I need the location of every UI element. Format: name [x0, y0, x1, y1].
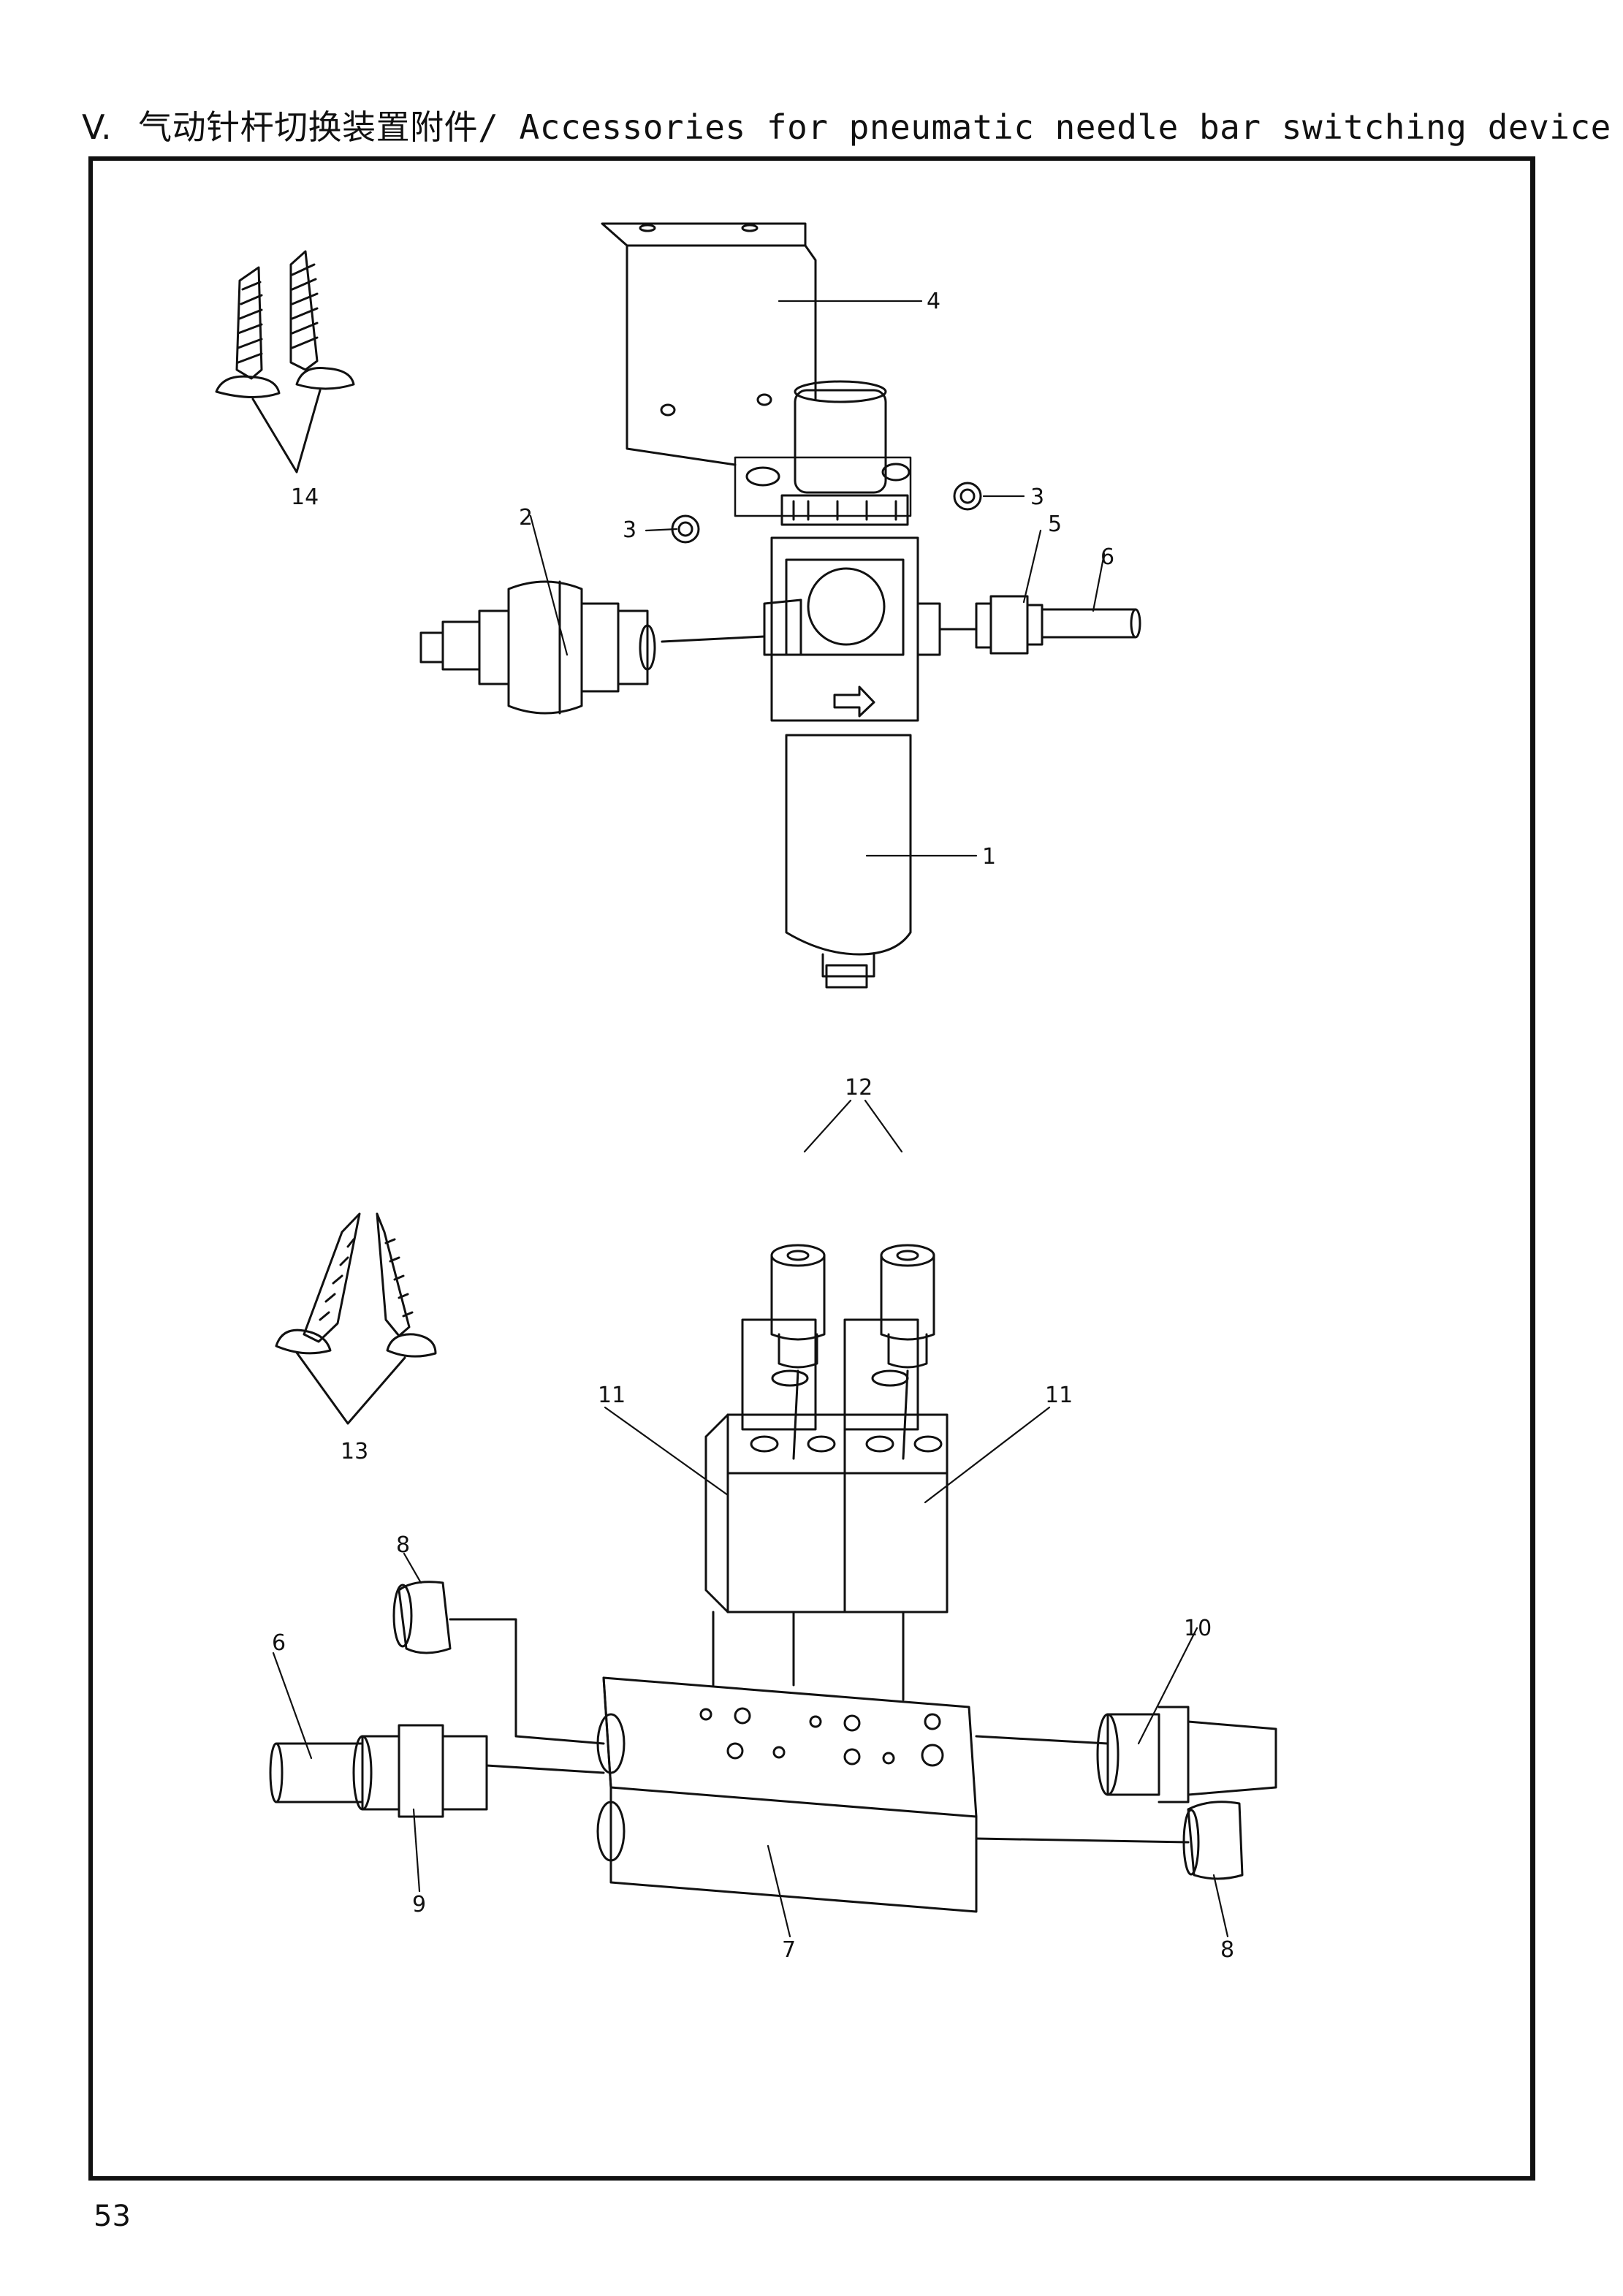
air-tube-6-upper — [938, 608, 1141, 639]
callout-12: 12 — [845, 1075, 873, 1101]
section-number: V. — [82, 107, 113, 147]
plug-8-right — [975, 1801, 1244, 1880]
section-heading: V. 气动针杆切换装置附件/ Accessories for pneumatic … — [82, 101, 1611, 149]
quick-connector-2 — [419, 580, 766, 715]
plug-8-left — [392, 1581, 605, 1745]
solenoid-valve-11-left — [704, 1318, 846, 1613]
callout-labels: 4 1 2 3 3 5 6 14 12 11 11 13 8 6 9 7 10 … — [272, 289, 1234, 1963]
callout-4: 4 — [927, 289, 940, 314]
diagram-frame: 4 1 2 3 3 5 6 14 12 11 11 13 8 6 9 7 10 … — [88, 156, 1535, 2181]
callout-3-left: 3 — [623, 517, 636, 543]
filter-regulator-1 — [763, 380, 941, 989]
solenoid-valve-11-right — [843, 1318, 949, 1613]
callout-8-right: 8 — [1220, 1937, 1234, 1963]
callout-9: 9 — [412, 1892, 426, 1917]
callout-13: 13 — [341, 1439, 368, 1464]
callout-6-upper: 6 — [1101, 544, 1114, 570]
manifold-block-7 — [596, 1611, 978, 1913]
fitting-10 — [975, 1706, 1277, 1803]
callout-5: 5 — [1048, 512, 1062, 537]
callout-6-lower: 6 — [272, 1630, 286, 1656]
washer-3-right — [953, 482, 982, 511]
callout-8-left: 8 — [396, 1532, 410, 1558]
wood-screw-pair-13 — [275, 1212, 437, 1425]
callout-14: 14 — [291, 484, 319, 510]
exploded-parts-diagram: 4 1 2 3 3 5 6 14 12 11 11 13 8 6 9 7 10 … — [215, 222, 1277, 1963]
callout-1: 1 — [982, 844, 996, 870]
callout-11-left: 11 — [598, 1383, 626, 1408]
air-tube-6-lower — [269, 1742, 605, 1803]
mounting-bracket-4 — [601, 222, 912, 517]
callout-2: 2 — [519, 505, 533, 531]
callout-7: 7 — [782, 1937, 796, 1963]
section-title: 气动针杆切换装置附件/ Accessories for pneumatic ne… — [138, 107, 1611, 147]
callout-11-right: 11 — [1045, 1383, 1073, 1408]
fitting-9 — [352, 1724, 488, 1818]
callout-3-right: 3 — [1030, 484, 1044, 510]
push-fitting-12-right — [880, 1244, 935, 1460]
leader-lines — [272, 300, 1229, 1938]
wood-screw-pair-14 — [215, 250, 355, 474]
callout-10: 10 — [1184, 1616, 1212, 1641]
page-number: 53 — [94, 2200, 131, 2233]
straight-fitting-5 — [975, 595, 1044, 655]
